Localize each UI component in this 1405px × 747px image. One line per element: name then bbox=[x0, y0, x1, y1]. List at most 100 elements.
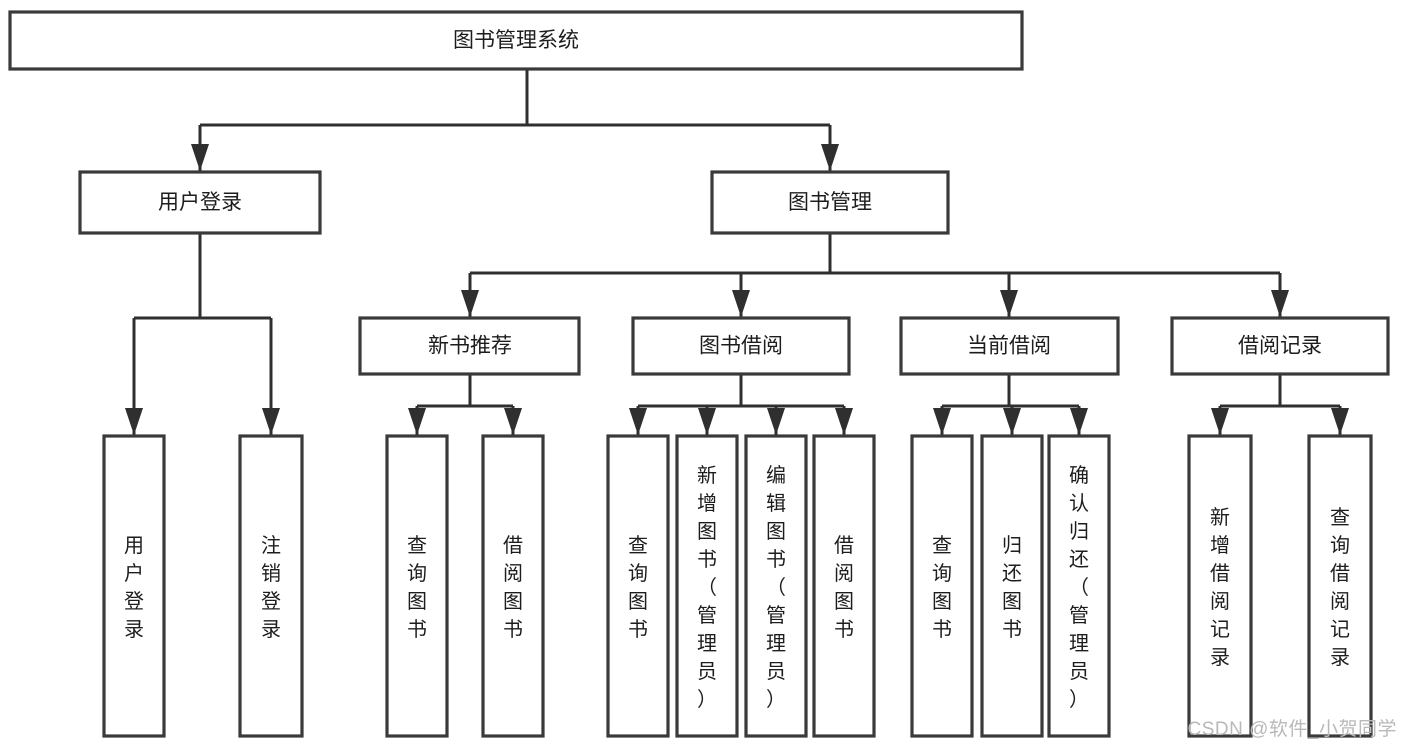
svg-text:图: 图 bbox=[697, 521, 717, 543]
arrow-head-icon bbox=[1211, 408, 1229, 435]
svg-text:）: ） bbox=[1069, 688, 1089, 711]
arrow-head-icon bbox=[1003, 408, 1021, 435]
svg-text:图: 图 bbox=[503, 591, 523, 613]
svg-text:查: 查 bbox=[628, 534, 648, 557]
node-book-manage[interactable] bbox=[710, 170, 950, 235]
svg-text:管: 管 bbox=[766, 604, 786, 627]
node-book-borrow[interactable] bbox=[631, 316, 851, 376]
node-leaf-add-record[interactable] bbox=[1187, 434, 1253, 738]
arrow-head-icon bbox=[1331, 408, 1349, 435]
node-leaf-borrow-book-1[interactable] bbox=[481, 434, 545, 738]
node-leaf-query-record[interactable] bbox=[1307, 434, 1373, 738]
svg-text:询: 询 bbox=[628, 562, 648, 585]
svg-text:登: 登 bbox=[261, 590, 281, 613]
node-leaf-borrow-book-2[interactable] bbox=[812, 434, 876, 738]
svg-text:图: 图 bbox=[407, 591, 427, 613]
svg-text:图: 图 bbox=[1002, 591, 1022, 613]
svg-text:书: 书 bbox=[628, 618, 648, 641]
svg-text:阅: 阅 bbox=[834, 562, 854, 585]
arrow-head-icon bbox=[191, 144, 209, 171]
svg-text:询: 询 bbox=[1330, 534, 1350, 557]
svg-text:户: 户 bbox=[124, 562, 144, 585]
svg-text:管: 管 bbox=[697, 604, 717, 627]
svg-text:书: 书 bbox=[834, 618, 854, 641]
arrow-head-icon bbox=[504, 408, 522, 435]
node-leaf-user-logout[interactable] bbox=[238, 434, 304, 738]
connector-layer bbox=[125, 69, 1349, 435]
node-leaf-confirm-return[interactable] bbox=[1047, 434, 1111, 738]
svg-text:书: 书 bbox=[697, 548, 717, 571]
svg-text:（: （ bbox=[766, 576, 786, 599]
arrow-head-icon bbox=[835, 408, 853, 435]
node-label-current-borrow: 当前借阅 bbox=[967, 335, 1051, 358]
arrow-head-icon bbox=[1070, 408, 1088, 435]
svg-text:员: 员 bbox=[766, 661, 786, 683]
node-leaf-add-book[interactable] bbox=[675, 434, 739, 738]
svg-text:书: 书 bbox=[503, 618, 523, 641]
arrow-head-icon bbox=[933, 408, 951, 435]
svg-text:图: 图 bbox=[766, 521, 786, 543]
arrow-head-icon bbox=[629, 408, 647, 435]
svg-text:询: 询 bbox=[932, 562, 952, 585]
svg-text:归: 归 bbox=[1002, 534, 1022, 557]
node-label-new-book-rec: 新书推荐 bbox=[428, 335, 512, 358]
svg-text:归: 归 bbox=[1069, 520, 1089, 543]
arrow-head-icon bbox=[698, 408, 716, 435]
node-label-leaf-user-login: 用户登录 bbox=[124, 535, 144, 641]
svg-text:增: 增 bbox=[1210, 534, 1230, 557]
node-leaf-query-book-2[interactable] bbox=[606, 434, 670, 738]
svg-text:登: 登 bbox=[124, 590, 144, 613]
svg-text:员: 员 bbox=[1069, 661, 1089, 683]
svg-text:）: ） bbox=[697, 688, 717, 711]
svg-text:注: 注 bbox=[261, 534, 281, 557]
svg-text:还: 还 bbox=[1002, 562, 1022, 585]
svg-text:查: 查 bbox=[1330, 506, 1350, 529]
node-new-book-rec[interactable] bbox=[358, 316, 581, 376]
node-leaf-user-login[interactable] bbox=[102, 434, 166, 738]
svg-text:书: 书 bbox=[1002, 618, 1022, 641]
svg-text:图: 图 bbox=[834, 591, 854, 613]
arrow-head-icon bbox=[125, 408, 143, 435]
svg-text:用: 用 bbox=[124, 535, 144, 557]
node-borrow-record[interactable] bbox=[1170, 316, 1390, 376]
node-leaf-query-book-3[interactable] bbox=[910, 434, 974, 738]
svg-text:新: 新 bbox=[697, 464, 717, 487]
arrow-head-icon bbox=[408, 408, 426, 435]
svg-text:阅: 阅 bbox=[503, 562, 523, 585]
svg-text:增: 增 bbox=[697, 492, 717, 515]
svg-text:理: 理 bbox=[766, 633, 786, 655]
svg-text:录: 录 bbox=[261, 619, 281, 641]
svg-text:录: 录 bbox=[1330, 647, 1350, 669]
node-current-borrow[interactable] bbox=[899, 316, 1120, 376]
svg-text:新: 新 bbox=[1210, 506, 1230, 529]
node-leaf-edit-book[interactable] bbox=[744, 434, 808, 738]
node-label-user-login: 用户登录 bbox=[158, 191, 242, 214]
svg-text:还: 还 bbox=[1069, 548, 1089, 571]
node-leaf-return-book[interactable] bbox=[980, 434, 1044, 738]
svg-text:书: 书 bbox=[932, 618, 952, 641]
node-label-book-manage: 图书管理 bbox=[788, 191, 872, 214]
node-root-root[interactable] bbox=[8, 10, 1024, 71]
svg-text:记: 记 bbox=[1330, 618, 1350, 641]
svg-text:确: 确 bbox=[1069, 464, 1089, 487]
node-leaf-query-book-1[interactable] bbox=[385, 434, 449, 738]
arrow-head-icon bbox=[1271, 290, 1289, 317]
arrow-head-icon bbox=[821, 144, 839, 171]
svg-text:）: ） bbox=[766, 688, 786, 711]
svg-text:录: 录 bbox=[124, 619, 144, 641]
svg-text:销: 销 bbox=[261, 562, 281, 585]
node-user-login[interactable] bbox=[78, 170, 322, 235]
svg-text:图: 图 bbox=[932, 591, 952, 613]
svg-text:图: 图 bbox=[628, 591, 648, 613]
svg-text:管: 管 bbox=[1069, 604, 1089, 627]
